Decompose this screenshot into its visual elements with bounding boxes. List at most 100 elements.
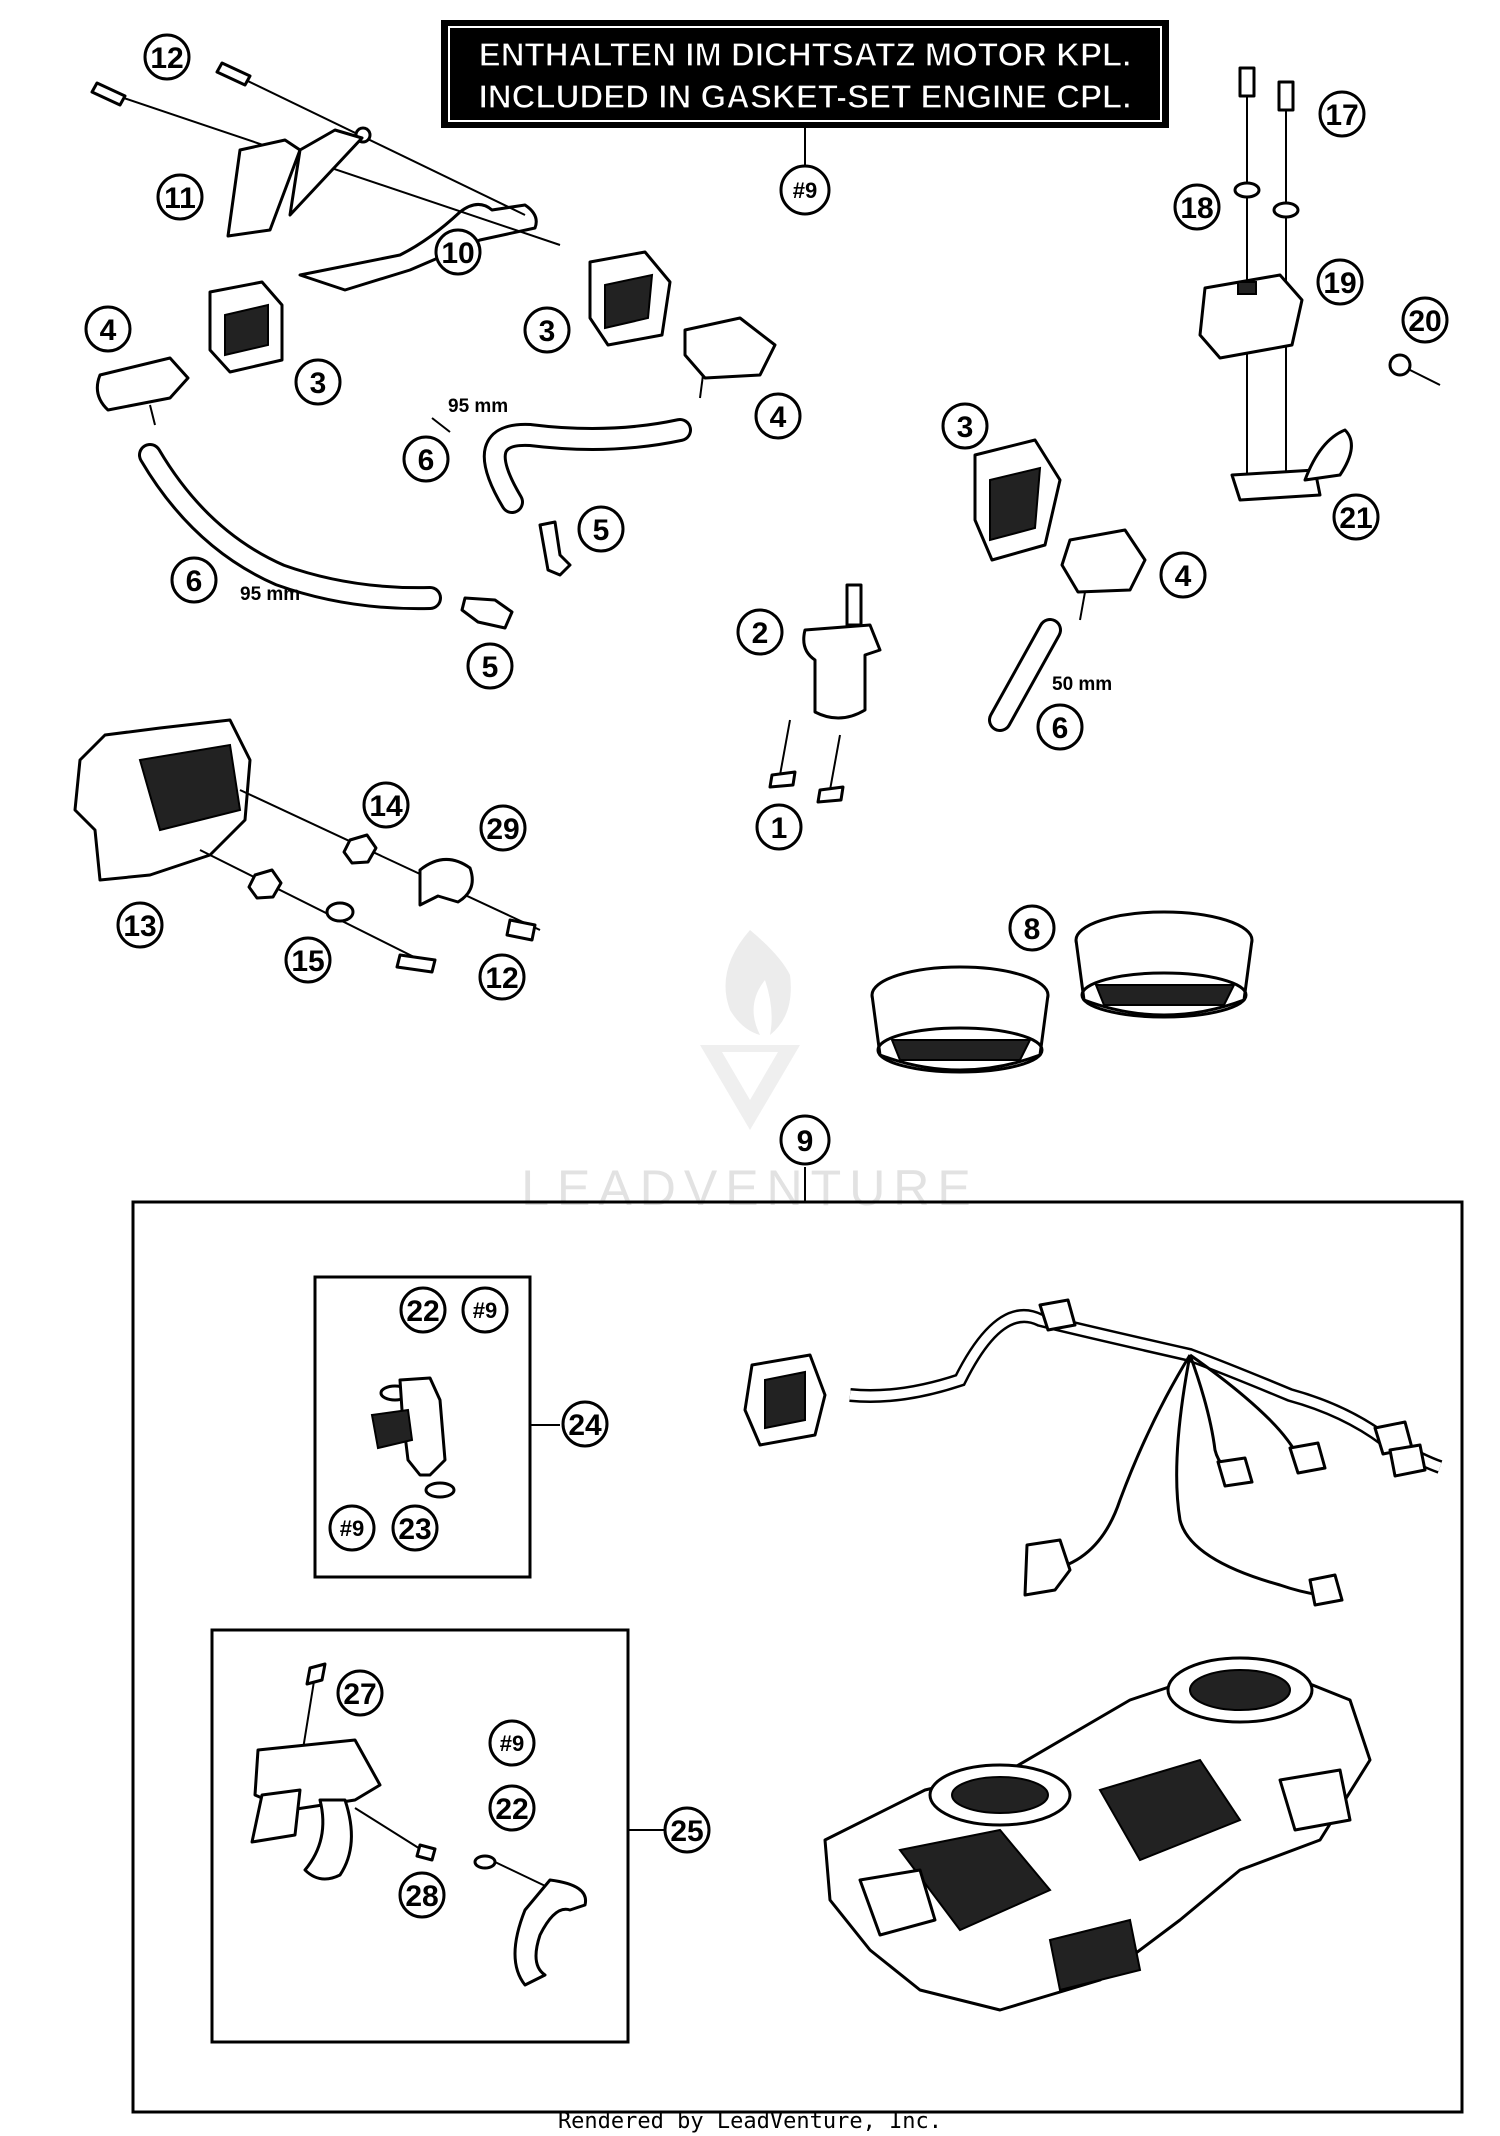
part-injector-24 [370, 1376, 456, 1499]
callout-15: 15 [284, 936, 332, 984]
ref-callout-9-injector-bottom: #9 [328, 1504, 376, 1552]
svg-text:6: 6 [186, 565, 203, 598]
callout-4a: 4 [84, 305, 132, 353]
watermark-logo [700, 930, 800, 1130]
callout-1: 1 [755, 803, 803, 851]
callout-6a: 6 [402, 435, 450, 483]
part-sensor-4b [683, 316, 777, 399]
callout-9: 9 [779, 1114, 831, 1166]
callout-21: 21 [1332, 493, 1380, 541]
part-connector-3b [588, 250, 672, 347]
part-hose-6c [988, 618, 1062, 732]
part-nut-15 [247, 868, 355, 923]
ref-callout-9-valve: #9 [488, 1719, 536, 1767]
part-pedal-11 [226, 128, 364, 238]
banner-line-en: INCLUDED IN GASKET-SET ENGINE CPL. [479, 78, 1132, 115]
callout-20: 20 [1401, 296, 1449, 344]
render-credit: Rendered by LeadVenture, Inc. [558, 2109, 942, 2134]
callout-6c: 6 [1036, 703, 1084, 751]
svg-text:14: 14 [369, 790, 403, 823]
part-wiring-harness [743, 1298, 1443, 1607]
assembly-9-frame [131, 1200, 1464, 2114]
callout-4b: 4 [754, 392, 802, 440]
part-sensor-4c [1060, 528, 1147, 621]
callout-12b: 12 [478, 953, 526, 1001]
part-intake-ring-8a [870, 965, 1050, 1074]
part-sensor-19 [1198, 273, 1304, 360]
injector-24-box [313, 1275, 532, 1579]
svg-text:17: 17 [1325, 99, 1358, 132]
svg-text:4: 4 [770, 401, 787, 434]
callout-5a: 5 [577, 505, 625, 553]
callout-13: 13 [116, 901, 164, 949]
svg-text:#9: #9 [340, 1516, 364, 1541]
callout-23: 23 [391, 1504, 439, 1552]
callout-3b: 3 [523, 306, 571, 354]
callout-3c: 3 [941, 402, 989, 450]
part-nipple-5b [460, 596, 514, 630]
svg-text:5: 5 [593, 514, 610, 547]
part-actuator-2 [768, 583, 882, 804]
svg-text:13: 13 [123, 910, 156, 943]
svg-text:3: 3 [957, 411, 974, 444]
callout-2: 2 [736, 608, 784, 656]
banner-line-de: ENTHALTEN IM DICHTSATZ MOTOR KPL. [479, 36, 1132, 73]
callout-4c: 4 [1159, 551, 1207, 599]
watermark-text: LEADVENTURE [521, 1160, 979, 1216]
callout-28: 28 [398, 1871, 446, 1919]
svg-text:#9: #9 [793, 178, 817, 203]
ref-callout-9-top: #9 [779, 164, 831, 216]
part-nut-14 [342, 833, 378, 865]
svg-text:15: 15 [291, 945, 324, 978]
callout-22a: 22 [399, 1286, 447, 1334]
leader-lines [431, 417, 451, 433]
valve-25-box [210, 1628, 630, 2044]
callout-3a: 3 [294, 358, 342, 406]
svg-text:23: 23 [398, 1513, 431, 1546]
svg-text:28: 28 [405, 1880, 438, 1913]
part-bracket-10 [90, 61, 561, 292]
callout-12a: 12 [143, 33, 191, 81]
svg-text:2: 2 [752, 617, 769, 650]
svg-text:3: 3 [310, 367, 327, 400]
svg-text:22: 22 [406, 1295, 439, 1328]
svg-text:4: 4 [1175, 560, 1192, 593]
callout-18: 18 [1173, 183, 1221, 231]
svg-text:20: 20 [1408, 305, 1441, 338]
svg-text:12: 12 [150, 42, 183, 75]
callout-24: 24 [561, 1400, 609, 1448]
svg-text:12: 12 [485, 962, 518, 995]
part-hose-6b [482, 418, 692, 514]
svg-text:22: 22 [495, 1793, 528, 1826]
part-connector-3c [973, 438, 1062, 562]
part-nipple-5a [538, 520, 572, 577]
svg-text:21: 21 [1339, 502, 1372, 535]
svg-text:11: 11 [164, 182, 196, 215]
callout-11: 11 [156, 173, 204, 221]
hose-length-label-6c: 50 mm [1052, 674, 1112, 695]
svg-text:18: 18 [1180, 192, 1213, 225]
part-hose-6a [138, 443, 442, 611]
ref-callout-9-injector-top: #9 [461, 1286, 509, 1334]
svg-text:#9: #9 [473, 1298, 497, 1323]
part-connector-3a [208, 280, 284, 374]
callout-6b: 6 [170, 556, 218, 604]
hose-length-label-6b: 95 mm [240, 584, 300, 605]
svg-text:10: 10 [441, 237, 474, 270]
svg-text:6: 6 [1052, 712, 1069, 745]
callout-5b: 5 [466, 642, 514, 690]
svg-text:25: 25 [670, 1815, 703, 1848]
svg-text:3: 3 [539, 315, 556, 348]
callout-25: 25 [663, 1806, 711, 1854]
svg-text:#9: #9 [500, 1731, 524, 1756]
callout-8: 8 [1008, 904, 1056, 952]
part-housing-13 [73, 718, 541, 966]
part-bolt-17 [1238, 66, 1295, 480]
callout-27: 27 [336, 1669, 384, 1717]
hose-length-label-6a: 95 mm [448, 396, 508, 417]
part-throttle-body [823, 1656, 1372, 2012]
svg-text:6: 6 [418, 444, 435, 477]
svg-text:8: 8 [1024, 913, 1041, 946]
part-washer-18 [1233, 181, 1300, 219]
